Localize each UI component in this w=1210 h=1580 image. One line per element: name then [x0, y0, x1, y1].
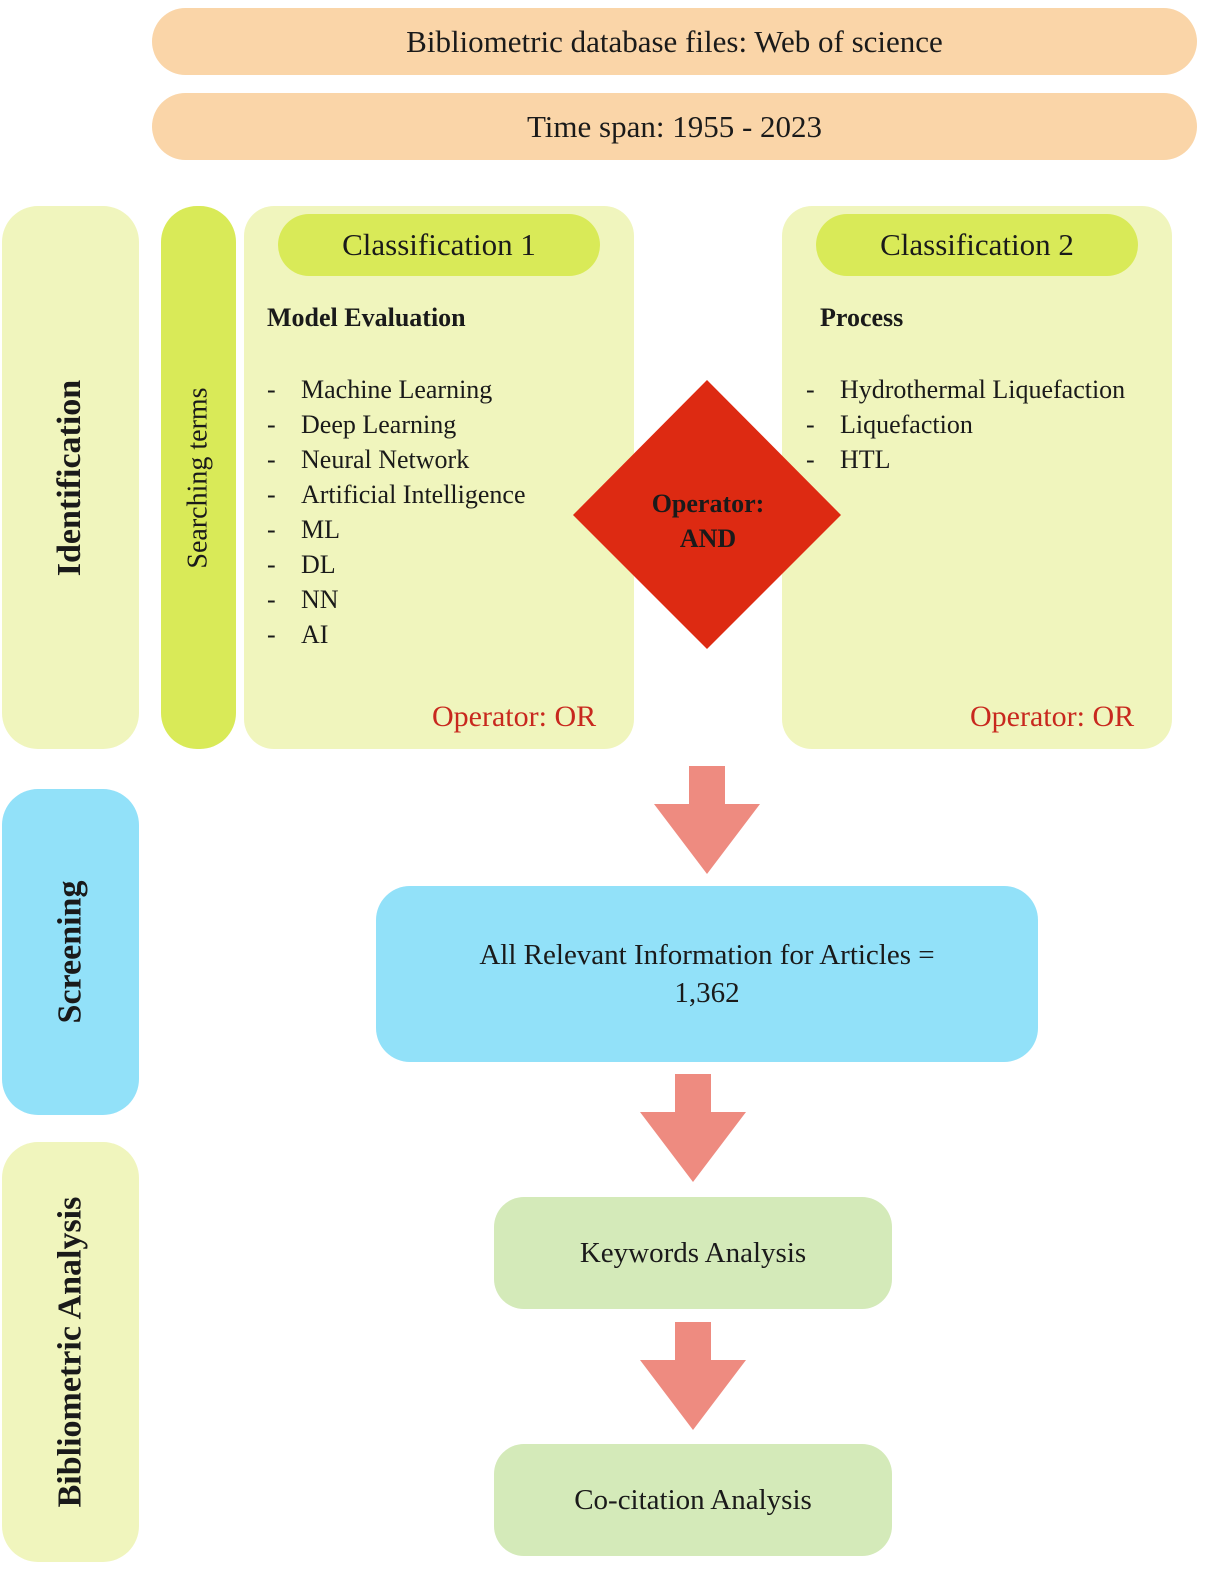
- and-operator-diamond: [573, 380, 841, 649]
- classification-1-title: Classification 1: [278, 214, 600, 276]
- stage-screening-label: Screening: [51, 880, 89, 1024]
- cocitation-analysis-box: Co-citation Analysis: [494, 1444, 892, 1556]
- classification-2-title: Classification 2: [816, 214, 1138, 276]
- searching-terms-bar: Searching terms: [161, 206, 236, 749]
- classification-1-terms: -Machine Learning -Deep Learning -Neural…: [267, 372, 607, 652]
- list-item: -Neural Network: [267, 445, 470, 474]
- list-item: -Artificial Intelligence: [267, 480, 526, 509]
- and-operator-line1: Operator:: [651, 489, 765, 518]
- list-item: -Machine Learning: [267, 375, 493, 404]
- list-item: -DL: [267, 550, 336, 579]
- stage-bibliometric-analysis-label: Bibliometric Analysis: [51, 1196, 89, 1508]
- list-item: -Hydrothermal Liquefaction: [806, 375, 1126, 404]
- classification-2-subtitle: Process: [820, 303, 904, 332]
- classification-1-panel: [244, 206, 634, 749]
- down-arrow-icon: [640, 1074, 746, 1182]
- keywords-analysis-box: Keywords Analysis: [494, 1197, 892, 1309]
- relevant-articles-count: 1,362: [674, 977, 740, 1009]
- classification-1-subtitle: Model Evaluation: [267, 303, 466, 332]
- classification-2-panel: [782, 206, 1172, 749]
- database-source-label: Bibliometric database files: Web of scie…: [406, 23, 943, 59]
- list-item: -Liquefaction: [806, 410, 973, 439]
- searching-terms-label: Searching terms: [182, 386, 214, 569]
- stage-identification: Identification: [2, 206, 139, 749]
- keywords-analysis-label: Keywords Analysis: [579, 1237, 807, 1269]
- list-item: -ML: [267, 515, 340, 544]
- relevant-articles-box: All Relevant Information for Articles = …: [376, 886, 1038, 1062]
- cocitation-analysis-label: Co-citation Analysis: [574, 1484, 812, 1516]
- stage-identification-label: Identification: [51, 379, 89, 576]
- classification-1-title-text: Classification 1: [342, 227, 536, 262]
- and-operator-label: Operator: AND: [608, 486, 808, 556]
- classification-2-terms: -Hydrothermal Liquefaction -Liquefaction…: [806, 372, 1166, 477]
- list-item: -Deep Learning: [267, 410, 457, 439]
- time-span-box: Time span: 1955 - 2023: [152, 93, 1197, 160]
- database-source-box: Bibliometric database files: Web of scie…: [152, 8, 1197, 75]
- down-arrow-icon: [640, 1322, 746, 1430]
- classification-2-operator: Operator: OR: [970, 700, 1135, 733]
- stage-bibliometric-analysis: Bibliometric Analysis: [2, 1142, 139, 1562]
- relevant-articles-label: All Relevant Information for Articles =: [479, 939, 935, 971]
- list-item: -NN: [267, 585, 339, 614]
- time-span-label: Time span: 1955 - 2023: [526, 108, 823, 144]
- down-arrow-icon: [654, 766, 760, 874]
- classification-1-operator: Operator: OR: [432, 700, 597, 733]
- list-item: -AI: [267, 620, 329, 649]
- classification-2-title-text: Classification 2: [880, 227, 1074, 262]
- list-item: -HTL: [806, 445, 891, 474]
- and-operator-line2: AND: [679, 524, 737, 553]
- stage-screening: Screening: [2, 789, 139, 1115]
